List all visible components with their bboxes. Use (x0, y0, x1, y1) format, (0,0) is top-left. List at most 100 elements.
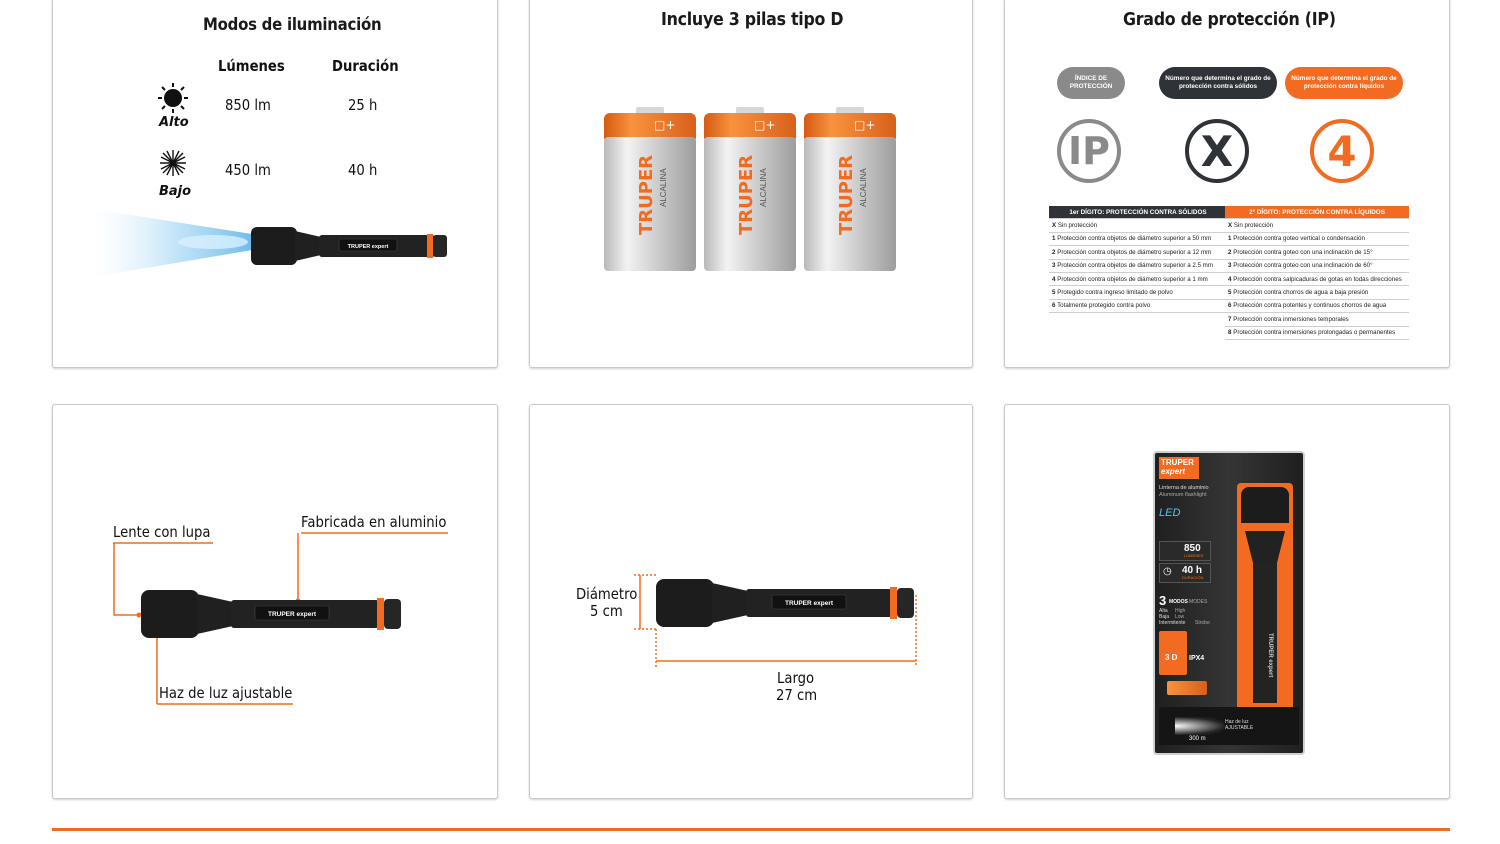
light-beam (93, 209, 258, 277)
package-ipx: IPX4 (1189, 655, 1205, 662)
diameter-value: 5 cm (590, 602, 623, 620)
ip-digit: 6 (1228, 302, 1232, 310)
table-row: 3 Protección contra objetos de diámetro … (1049, 259, 1227, 273)
package-brand-block: TRUPER expert (1159, 457, 1199, 479)
svg-text:ALCALINA: ALCALINA (759, 168, 768, 207)
liquids-table-header: 2° DÍGITO: PROTECCIÓN CONTRA LÍQUIDOS (1225, 206, 1409, 220)
package-mode-3: Intermitente (1159, 620, 1186, 626)
package-brand-bottom: expert (1161, 467, 1186, 476)
ip-digit: 4 (1228, 275, 1232, 283)
svg-text:□+: □+ (654, 118, 675, 132)
package-beam-label: Haz de luz AJUSTABLE (1225, 719, 1254, 731)
table-row: X Sin protección (1225, 218, 1409, 233)
ip-description: Protección contra chorros de agua a baja… (1233, 289, 1369, 297)
dimensions-panel: Diámetro 5 cm Largo 27 cm TRUPER expert (529, 404, 973, 799)
ip-description: Protección contra goteo con una inclinac… (1233, 248, 1373, 256)
flashlight-brand-label: TRUPER expert (268, 611, 317, 618)
svg-text:ALCALINA: ALCALINA (859, 168, 868, 207)
batteries-image: □+ TRUPER ALCALINA □+ TRUPER ALCALINA □+… (604, 107, 896, 271)
lighting-modes-panel: Modos de iluminación Lúmenes Duración Al… (52, 0, 498, 368)
package-brand-top: TRUPER (1161, 458, 1194, 467)
duration-column-header: Duración (332, 57, 399, 75)
ip-description: Sin protección (1233, 222, 1274, 230)
mode-high-name: Alto (159, 115, 189, 130)
ip-description: Protegido contra ingreso limitado de pol… (1057, 289, 1173, 297)
lumens-column-header: Lúmenes (218, 57, 285, 75)
ip-digit: 1 (1228, 235, 1232, 243)
ip-description: Protección contra inmersiones prolongada… (1233, 329, 1396, 337)
ip-digit: 2 (1228, 248, 1232, 256)
table-row: 5 Protección contra chorros de agua a ba… (1225, 285, 1409, 300)
ip-description: Sin protección (1057, 222, 1098, 230)
lens-callout: Lente con lupa (113, 523, 211, 541)
svg-text:TRUPER: TRUPER (736, 155, 757, 235)
beam-light (1175, 717, 1225, 735)
table-row: 2 Protección contra objetos de diámetro … (1049, 245, 1227, 260)
table-row: 3 Protección contra goteo con una inclin… (1225, 259, 1409, 273)
svg-text:□+: □+ (854, 118, 875, 132)
mode-low-duration: 40 h (348, 161, 378, 179)
ip-description: Protección contra goteo vertical o conde… (1233, 235, 1365, 243)
table-row: 6 Protección contra potentes y continuos… (1225, 299, 1409, 314)
svg-text:ALCALINA: ALCALINA (659, 168, 668, 207)
ip-digit: 4 (1052, 275, 1056, 283)
liquids-digit-circle: 4 (1310, 119, 1374, 183)
flashlight-image: TRUPER expert (141, 590, 401, 638)
package-battery-size: 3 D (1165, 653, 1178, 662)
ip-description: Protección contra inmersiones temporales (1233, 315, 1349, 323)
table-row: 4 Protección contra objetos de diámetro … (1049, 272, 1227, 287)
solids-protection-table: 1er DÍGITO: PROTECCIÓN CONTRA SÓLIDOS X … (1049, 206, 1227, 314)
package-mode-2-en: Low (1175, 614, 1185, 620)
flashlight-image: TRUPER expert (251, 227, 447, 265)
ip-circle: IP (1057, 119, 1121, 183)
ip-solids-pill: Número que determina el grado de protecc… (1159, 67, 1277, 99)
solids-table-header: 1er DÍGITO: PROTECCIÓN CONTRA SÓLIDOS (1049, 206, 1227, 220)
ip-liquids-pill: Número que determina el grado de protecc… (1285, 67, 1403, 99)
flashlight-brand-label: TRUPER expert (348, 244, 389, 250)
beam-strip: Haz de luz AJUSTABLE 300 m (1159, 707, 1299, 745)
package-led: LED (1159, 507, 1181, 519)
table-row: 1 Protección contra objetos de diámetro … (1049, 232, 1227, 247)
package-modes-count: 3 (1159, 593, 1167, 608)
battery-badge: 3 D (1159, 631, 1187, 675)
ip-description: Totalmente protegido contra polvo (1057, 302, 1151, 310)
ip-digit: X (1228, 222, 1233, 230)
mode-high-lumens: 850 lm (225, 96, 271, 114)
ip-digit: 1 (1052, 235, 1056, 243)
package-mode-3-en: Strobe (1195, 620, 1210, 626)
table-row: X Sin protección (1049, 218, 1227, 233)
svg-text:□+: □+ (754, 118, 775, 132)
ip-description: Protección contra objetos de diámetro su… (1057, 262, 1213, 270)
ip-description: Protección contra objetos de diámetro su… (1057, 275, 1208, 283)
table-row: 7 Protección contra inmersiones temporal… (1225, 312, 1409, 327)
package-product-en: Aluminum flashlight (1159, 492, 1207, 498)
material-callout: Fabricada en aluminio (301, 513, 447, 531)
lumens-badge: 850 LÚMENES (1159, 541, 1211, 561)
ip-digit: 5 (1052, 289, 1056, 297)
package-hours-unit: DURACIÓN (1182, 575, 1204, 580)
battery-2: □+ TRUPER ALCALINA (704, 107, 796, 271)
package-lumens-unit: LÚMENES (1184, 553, 1204, 558)
package-mode-1: Alta (1159, 608, 1168, 614)
ip-description: Protección contra objetos de diámetro su… (1057, 248, 1212, 256)
mode-low-lumens: 450 lm (225, 161, 271, 179)
flashlight-brand-label: TRUPER expert (785, 600, 834, 607)
mode-high-duration: 25 h (348, 96, 378, 114)
mode-low-name: Bajo (159, 184, 192, 199)
ip-digit: 5 (1228, 289, 1232, 297)
low-light-icon (160, 150, 186, 176)
package-lumens: 850 (1184, 543, 1201, 554)
svg-text:TRUPER: TRUPER (636, 155, 657, 235)
package-hours: 40 h (1182, 565, 1203, 576)
diameter-label: Diámetro (576, 585, 638, 603)
package-mode-2: Baja (1159, 614, 1170, 620)
batteries-panel: Incluye 3 pilas tipo D □+ TRUPER ALCALIN… (529, 0, 973, 368)
solids-digit-circle: X (1185, 119, 1249, 183)
ip-description: Protección contra potentes y continuos c… (1233, 302, 1387, 310)
length-value: 27 cm (776, 686, 818, 704)
ip-description: Protección contra objetos de diámetro su… (1057, 235, 1212, 243)
package-modes-label: MODOS (1169, 599, 1188, 605)
flashlight-image: TRUPER expert (656, 579, 914, 627)
length-label: Largo (777, 669, 815, 687)
table-row: 8 Protección contra inmersiones prolonga… (1225, 326, 1409, 340)
